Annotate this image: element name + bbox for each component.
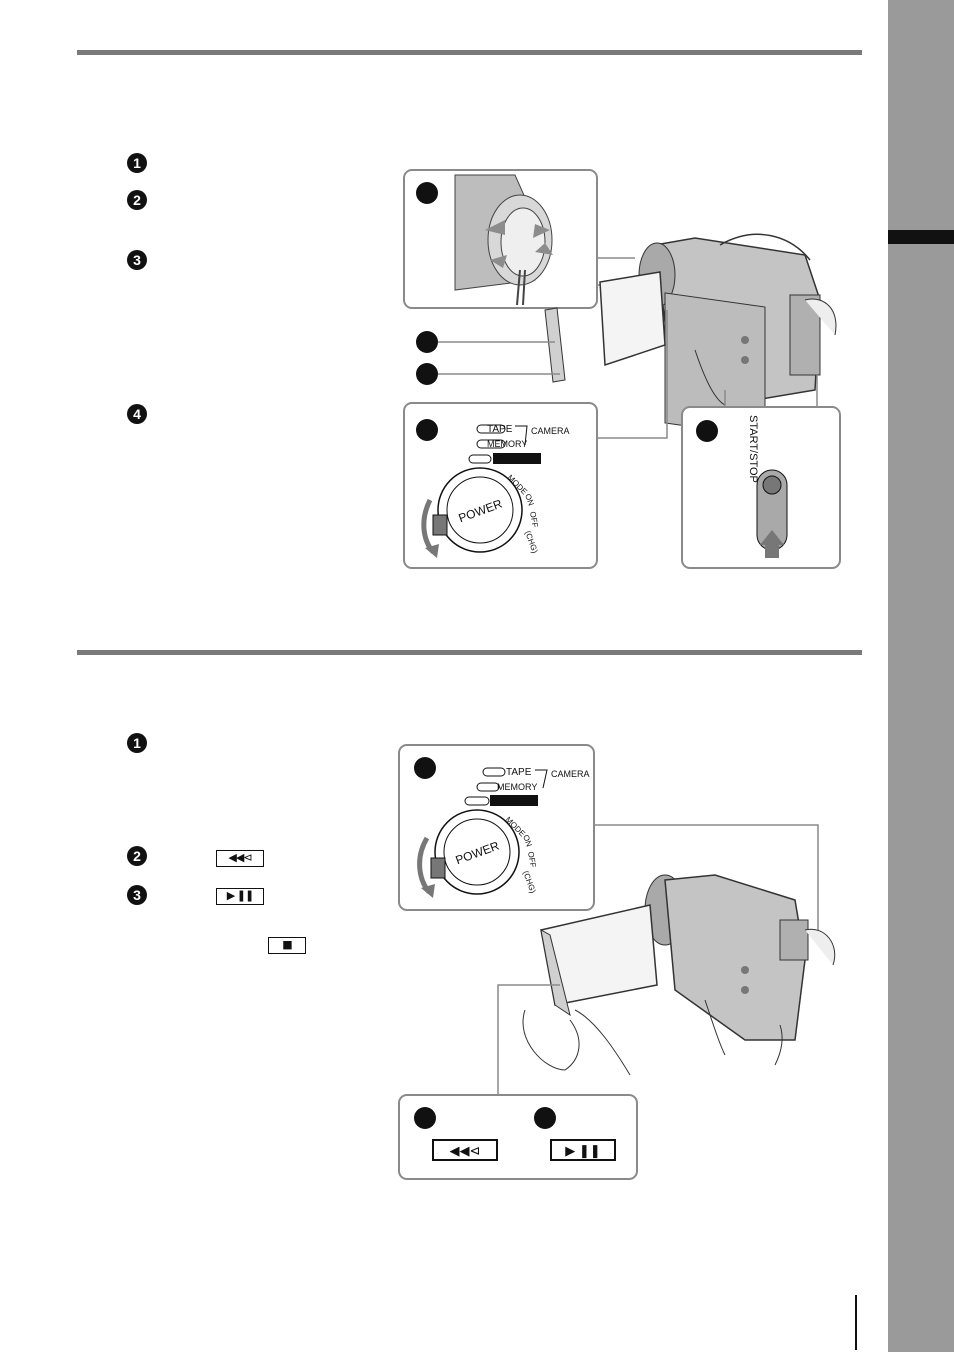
section-rule-bottom — [77, 650, 862, 655]
step-number: 1 — [127, 733, 147, 753]
step-number: 2 — [127, 190, 147, 210]
page-number-divider — [855, 1295, 857, 1350]
camcorder-drawing — [544, 233, 837, 438]
start-stop-label: START/STOP — [747, 415, 759, 483]
lens-cap-drawing — [454, 174, 553, 306]
playback-illustration: 1 TAPE MEMORY CAMERA PLAY/EDIT MODE ON O… — [398, 744, 836, 1180]
step-number: 4 — [127, 404, 147, 424]
off-label: OFF — [526, 851, 538, 868]
recording-illustration: 2 4 TAPE MEMORY CAMERA PLAY/EDIT MODE ON… — [403, 169, 841, 569]
step-number: 3 — [127, 885, 147, 905]
callout-number: 3 — [541, 1110, 549, 1126]
mode-memory-label: MEMORY — [487, 439, 527, 449]
thumb-index-sidebar — [888, 0, 954, 1352]
step-number: 3 — [127, 250, 147, 270]
step-number: 2 — [127, 846, 147, 866]
callout-number: 1 — [421, 760, 429, 776]
mode-memory-label: MEMORY — [497, 782, 537, 792]
callout-number: 3 — [423, 422, 431, 438]
off-label: OFF — [528, 511, 540, 528]
section-rule-top — [77, 50, 862, 55]
callout-number: 1 — [423, 185, 431, 201]
callout-number: 2 — [423, 334, 431, 350]
rewind-button-icon: ◀◀⊲ — [216, 850, 264, 867]
callout-number: 2 — [421, 1110, 429, 1126]
on-label: ON — [521, 834, 534, 849]
thumb-index-marker — [888, 230, 954, 244]
mode-play-edit-label: PLAY/EDIT — [492, 796, 538, 806]
mode-play-edit-label: PLAY/EDIT — [495, 454, 541, 464]
power-switch-drawing: TAPE MEMORY CAMERA PLAY/EDIT MODE ON OFF… — [417, 767, 590, 898]
power-switch-drawing: TAPE MEMORY CAMERA PLAY/EDIT MODE ON OFF… — [421, 424, 570, 558]
camcorder-drawing — [522, 874, 836, 1076]
mode-camera-label: CAMERA — [531, 426, 570, 436]
play-pause-button-icon: ▶ ❚❚ — [565, 1143, 600, 1159]
mode-tape-label: TAPE — [487, 424, 513, 435]
callout-number: 4 — [703, 423, 711, 439]
rewind-button-icon: ◀◀⊲ — [450, 1143, 481, 1158]
callout-number: 4 — [423, 366, 431, 382]
mode-camera-label: CAMERA — [551, 769, 590, 779]
mode-tape-label: TAPE — [506, 767, 532, 778]
on-label: ON — [523, 493, 536, 508]
step-number: 1 — [127, 153, 147, 173]
stop-button-icon: ■ — [268, 937, 306, 954]
play-pause-button-icon: ▶ ❚❚ — [216, 888, 264, 905]
